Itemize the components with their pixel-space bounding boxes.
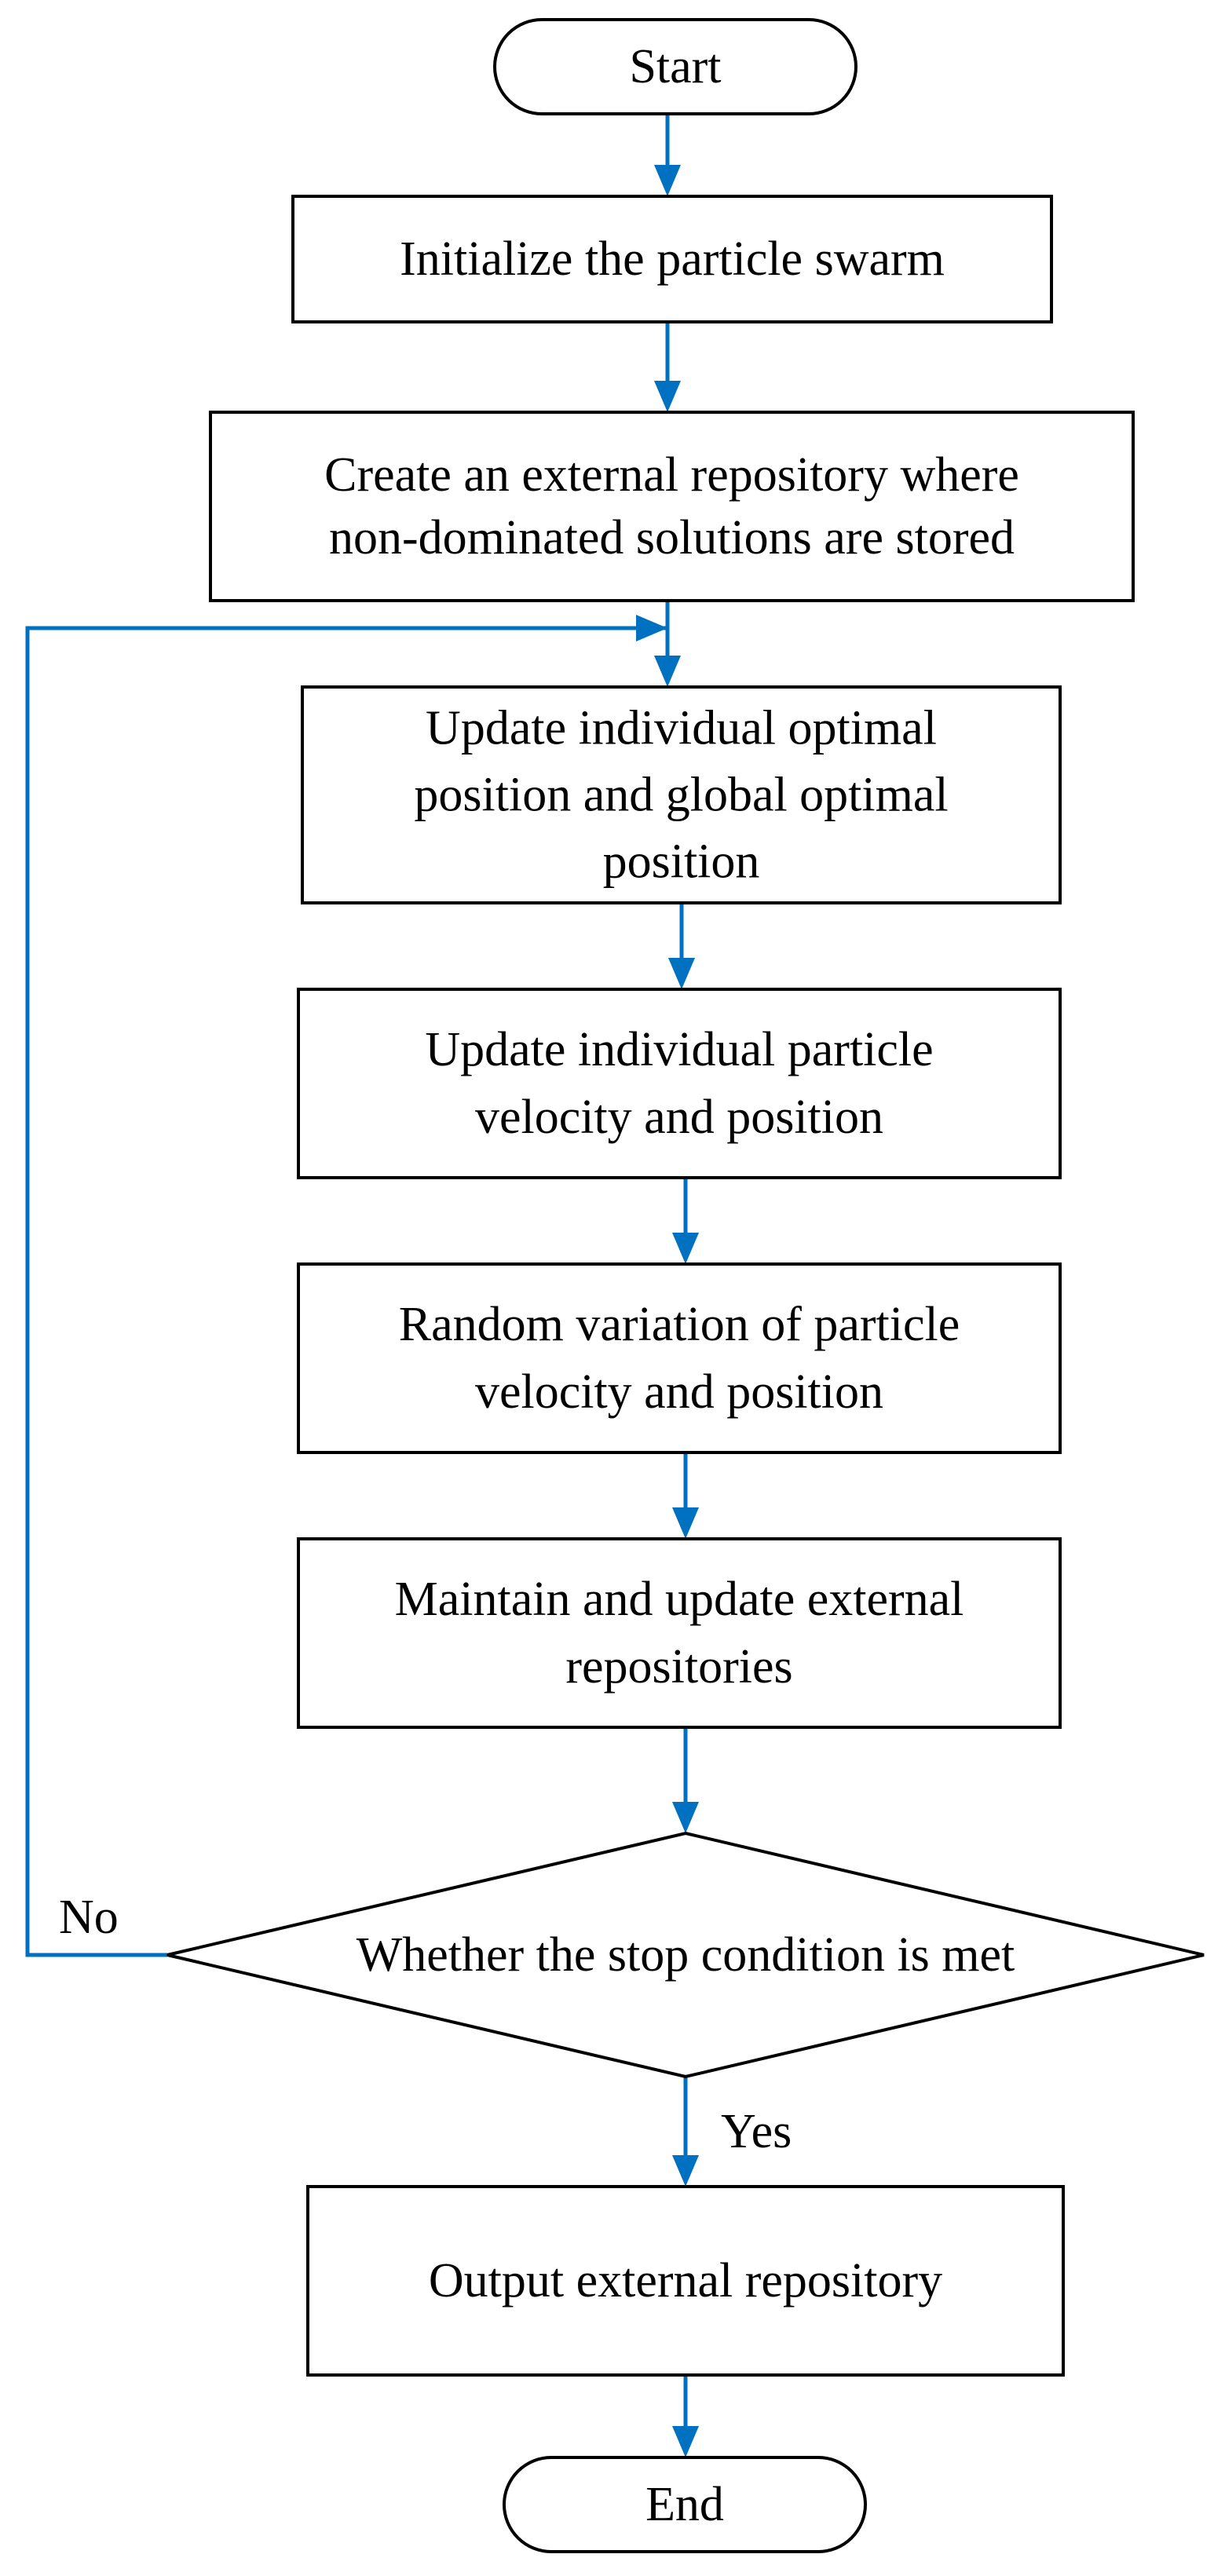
edge-start-to-init <box>654 114 681 196</box>
start-terminal-shape <box>493 18 858 115</box>
output-text-line: Output external repository <box>429 2254 942 2307</box>
variation-text-line: velocity and position <box>475 1365 883 1419</box>
edge-update-optimal-to-update-velocity <box>668 903 695 989</box>
update-optimal-text-line: position <box>603 835 760 889</box>
init-process-box <box>291 195 1053 323</box>
edge-line-no <box>25 626 667 1957</box>
arrowhead-output-to-end <box>672 2426 699 2457</box>
variation-text-line: Random variation of particle <box>399 1298 960 1351</box>
update-optimal-text-line: Update individual optimal <box>426 702 937 755</box>
arrowhead-repo-to-update-optimal <box>654 656 681 687</box>
node-decision: Whether the stop condition is met <box>166 1831 1205 2079</box>
update-optimal-process-box <box>301 685 1062 904</box>
node-repo: Create an external repository where non-d… <box>209 411 1135 602</box>
update-velocity-process-box <box>297 988 1062 1179</box>
edge-output-to-end <box>672 2375 699 2457</box>
maintain-text-line: repositories <box>565 1640 792 1694</box>
maintain-text-line: Maintain and update external <box>395 1573 964 1626</box>
node-end: End <box>503 2456 867 2553</box>
arrowhead-update-optimal-to-update-velocity <box>668 958 695 989</box>
repo-text-line: Create an external repository where <box>324 448 1019 502</box>
update-velocity-text-line: Update individual particle <box>425 1023 933 1076</box>
maintain-process-box <box>297 1537 1062 1729</box>
start-text-line: Start <box>629 40 721 93</box>
node-update-velocity: Update individual particle velocity and p… <box>297 988 1062 1179</box>
node-variation: Random variation of particle velocity and… <box>297 1262 1062 1454</box>
edge-label-no: No <box>59 1891 119 1944</box>
node-maintain: Maintain and update external repositories <box>297 1537 1062 1729</box>
decision-text-line: Whether the stop condition is met <box>357 1928 1015 1982</box>
arrowhead-variation-to-maintain <box>672 1507 699 1539</box>
update-optimal-text-line: position and global optimal <box>414 769 948 822</box>
node-start: Start <box>493 18 858 115</box>
repo-text-line: non-dominated solutions are stored <box>329 511 1015 565</box>
arrowhead-decision-yes <box>672 2155 699 2187</box>
edge-label-yes: Yes <box>721 2105 792 2158</box>
edge-update-velocity-to-variation <box>672 1178 699 1264</box>
edge-maintain-to-decision <box>672 1727 699 1833</box>
arrowhead-init-to-repo <box>654 381 681 412</box>
init-text-line: Initialize the particle swarm <box>400 232 945 286</box>
node-output: Output external repository <box>306 2185 1065 2377</box>
edge-decision-yes: Yes <box>672 2077 792 2187</box>
edge-repo-to-update-optimal <box>654 601 681 687</box>
edge-decision-no-loop: No <box>25 615 667 1957</box>
output-process-box <box>306 2185 1065 2377</box>
node-update-optimal: Update individual optimal position and gl… <box>301 685 1062 904</box>
decision-diamond-shape <box>166 1831 1205 2079</box>
edge-variation-to-maintain <box>672 1452 699 1539</box>
arrowhead-update-velocity-to-variation <box>672 1233 699 1264</box>
end-terminal-shape <box>503 2456 867 2553</box>
repo-process-box <box>209 411 1135 602</box>
edge-init-to-repo <box>654 322 681 412</box>
end-text-line: End <box>645 2478 724 2531</box>
arrowhead-no <box>636 615 667 641</box>
arrowhead-start-to-init <box>654 165 681 196</box>
update-velocity-text-line: velocity and position <box>475 1091 883 1144</box>
arrowhead-maintain-to-decision <box>672 1802 699 1833</box>
variation-process-box <box>297 1262 1062 1454</box>
node-init: Initialize the particle swarm <box>291 195 1053 323</box>
